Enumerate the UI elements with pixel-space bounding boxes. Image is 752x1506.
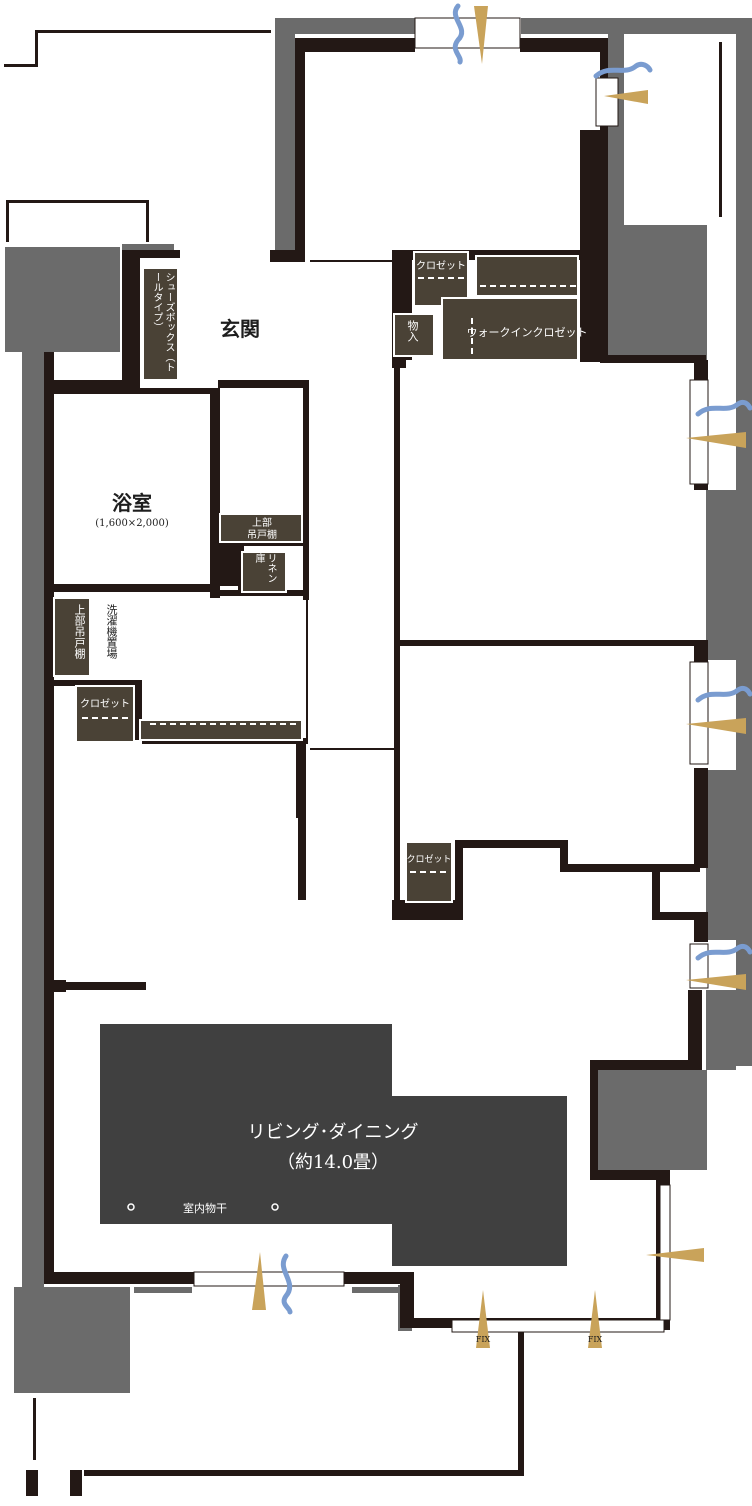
balcony-areas bbox=[5, 18, 752, 1393]
upper-cabinet bbox=[219, 513, 303, 543]
walk-in-closet bbox=[441, 297, 579, 361]
living-dining-label: リビング･ダイニング bbox=[248, 1122, 419, 1143]
entrance-label: 玄関 bbox=[220, 317, 260, 341]
drying-hooks bbox=[127, 1203, 279, 1211]
storeroom-label: 物入 bbox=[406, 320, 419, 342]
windows bbox=[193, 17, 709, 1333]
upper-cabinet-vertical bbox=[53, 597, 91, 677]
bathroom-label: 浴室 bbox=[112, 491, 152, 515]
storage-units bbox=[53, 251, 579, 903]
shelf-dashes bbox=[82, 277, 576, 873]
closet-middle-label: クロゼット bbox=[406, 853, 451, 865]
fix-mark-2: FIX bbox=[588, 1335, 603, 1344]
bathroom-size-label: (1,600×2,000) bbox=[95, 518, 169, 529]
living-dark-areas bbox=[100, 1024, 567, 1266]
closet-top-label: クロゼット bbox=[416, 260, 466, 272]
walk-in-closet-shelf bbox=[475, 255, 579, 297]
living-dining-size-label: （約14.0畳） bbox=[277, 1152, 389, 1173]
upper-cabinet-label-1: 上部 bbox=[252, 516, 272, 529]
upper-cabinet-vertical-label: 上部吊戸棚 bbox=[73, 604, 86, 659]
wind-arrows bbox=[280, 3, 752, 1315]
indoor-drying-label: 室内物干 bbox=[183, 1201, 227, 1215]
closet-left-label: クロゼット bbox=[80, 698, 130, 710]
shoe-box-label: シューズボックス（トールタイプ） bbox=[151, 272, 174, 372]
exterior-lines bbox=[4, 30, 722, 1496]
washer-space-label: 洗濯機置場 bbox=[105, 604, 118, 659]
light-wedges bbox=[252, 6, 746, 1348]
fix-mark-1: FIX bbox=[476, 1335, 491, 1344]
storeroom bbox=[393, 313, 435, 357]
shoe-box bbox=[142, 267, 179, 381]
closet-left bbox=[75, 685, 135, 743]
linen-cabinet-label: リネン庫 bbox=[253, 553, 276, 583]
upper-cabinet-label-2: 吊戸棚 bbox=[247, 528, 277, 541]
linen-cabinet bbox=[241, 551, 287, 593]
walk-in-closet-label: ウォークインクロゼット bbox=[467, 326, 588, 339]
thin-lines bbox=[306, 260, 398, 846]
